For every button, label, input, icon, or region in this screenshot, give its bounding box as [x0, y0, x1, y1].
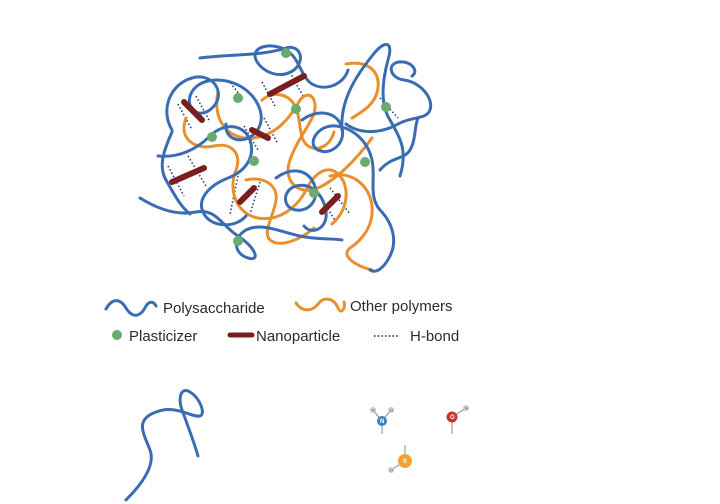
nanoparticle [249, 127, 271, 141]
polysaccharide-chain [300, 111, 396, 273]
nanoparticle-group [169, 73, 341, 215]
hydrogen-atom-label: H [372, 408, 375, 413]
legend: Polysaccharide Other polymers Plasticize… [104, 297, 459, 345]
plasticizer [233, 236, 243, 246]
plasticizer [249, 156, 259, 166]
hbond [261, 81, 277, 109]
polysaccharide-chains [138, 43, 433, 273]
plasticizer [309, 188, 319, 198]
legend-plasticizer-label: Plasticizer [129, 328, 197, 345]
hbond [243, 125, 259, 151]
polysaccharide-chain [344, 60, 433, 133]
other-polymer-chain [260, 92, 336, 150]
hydrogen-atom [370, 407, 376, 413]
nanoparticle [319, 193, 341, 215]
other-polymer-chain [244, 177, 316, 245]
hbond [263, 117, 279, 145]
hydrogen-atom [388, 407, 394, 413]
polysaccharide-chain [198, 44, 350, 89]
oxygen-atom-label: O [450, 415, 455, 421]
plasticizer [281, 48, 291, 58]
plasticizer [291, 104, 301, 114]
polysaccharide-chain-fragment [124, 389, 204, 502]
nanoparticle [181, 99, 205, 123]
polysaccharide-chain [165, 75, 263, 142]
hbond [329, 187, 351, 215]
polysaccharide-chain [160, 130, 192, 216]
plasticizer [360, 157, 370, 167]
nitrogen-atom [377, 416, 387, 426]
hydrogen-atom-label: H [390, 408, 393, 413]
nanoparticle [169, 165, 207, 185]
legend-polysaccharide-label: Polysaccharide [163, 300, 265, 317]
legend-other-polymers-label: Other polymers [350, 298, 453, 315]
polysaccharide-chain [378, 116, 420, 172]
polysaccharide-chain [156, 125, 253, 227]
other-polymer-chain [328, 173, 374, 272]
hydrogen-atom [388, 467, 394, 473]
other-polymer-chain [344, 61, 380, 120]
hydroxyl-molecule: O H [446, 405, 469, 434]
hbond [289, 71, 305, 99]
sulfur-atom-label: S [403, 459, 407, 465]
polysaccharide-chain [274, 169, 328, 232]
oxygen-atom [446, 411, 458, 423]
hydrogen-atom [463, 405, 469, 411]
plasticizer-group [207, 48, 391, 246]
hydrogen-atom-label: H [465, 406, 468, 411]
hydrogen-atom-label: H [390, 468, 393, 473]
hbond [195, 95, 211, 123]
plasticizer [381, 102, 391, 112]
nanoparticle [267, 73, 307, 97]
legend-plasticizer-swatch [112, 330, 122, 340]
amine-molecule: N H H [370, 407, 394, 434]
legend-other-polymers-swatch [294, 297, 346, 313]
sulfur-atom [398, 454, 412, 468]
nitrogen-atom-label: N [380, 419, 384, 425]
polysaccharide-chain [138, 196, 344, 261]
hbond [177, 103, 193, 131]
plasticizer [207, 132, 217, 142]
legend-polysaccharide-swatch [104, 299, 158, 317]
polysaccharide-chain [340, 43, 405, 178]
nanoparticle [237, 185, 257, 205]
legend-nanoparticle-label: Nanoparticle [256, 328, 340, 345]
plasticizer [233, 93, 243, 103]
thiol-molecule: S H [388, 445, 412, 473]
legend-hbond-label: H-bond [410, 328, 459, 345]
